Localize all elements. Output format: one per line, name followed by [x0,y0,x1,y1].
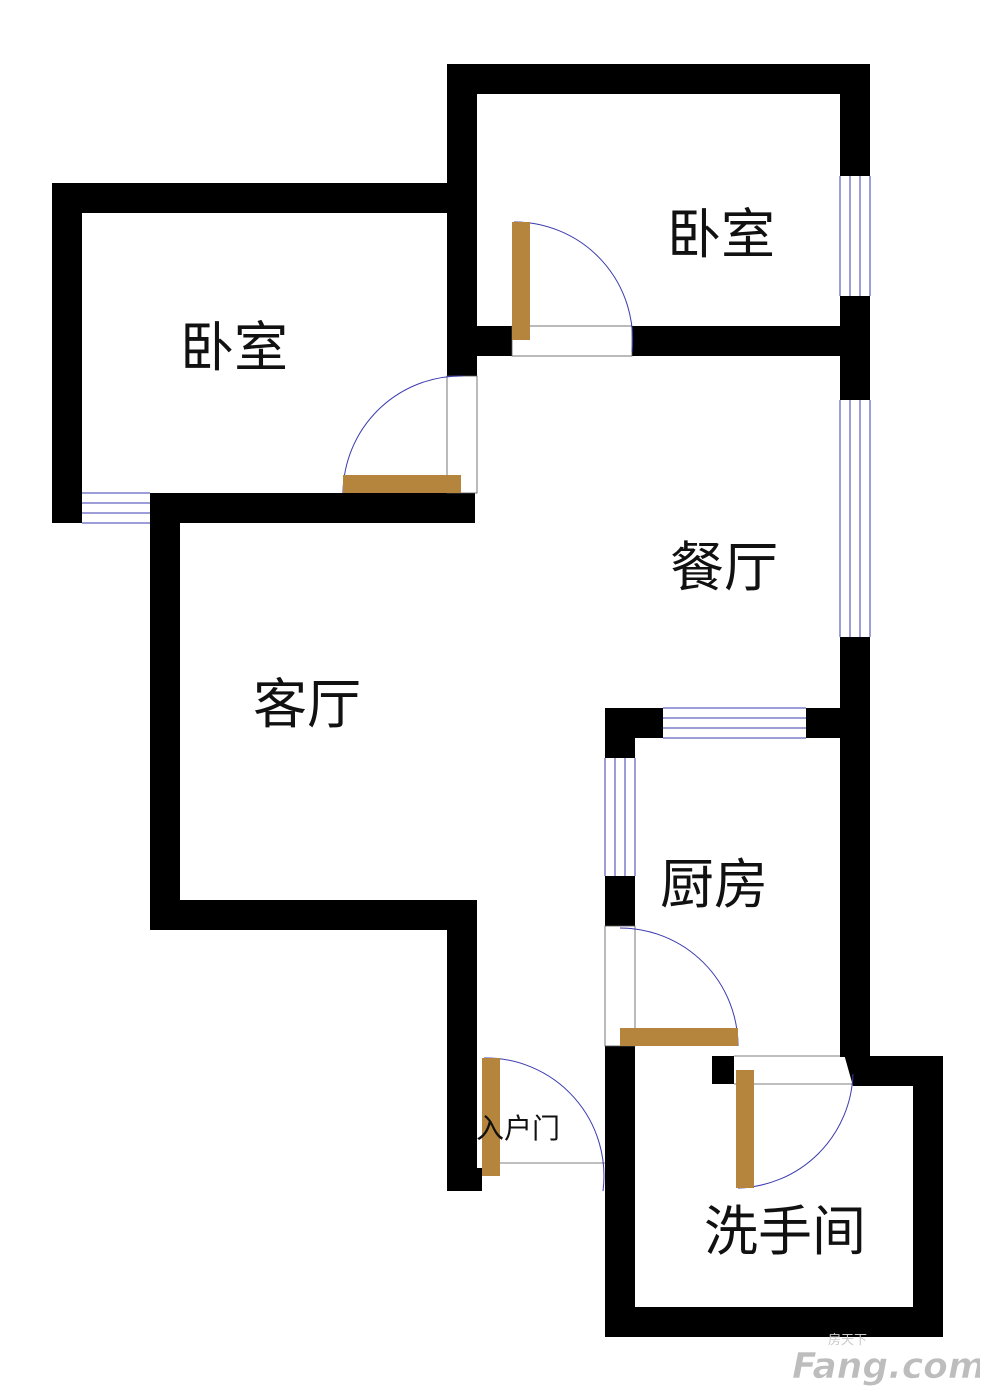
label-bedroom-right: 卧室 [667,203,775,266]
wall-bedroom-left-top [52,183,475,213]
wall-kitchen-left-a [605,708,635,758]
door-bedroom-right [511,221,634,357]
label-bedroom-left: 卧室 [180,316,288,379]
wall-entry-stub [477,1168,482,1191]
label-bathroom: 洗手间 [704,1200,866,1263]
wall-bathroom-inner-stub [712,1056,734,1084]
window-bedroom-left [82,492,150,524]
window-kitchen-top [663,707,806,739]
wall-partition-small [447,356,477,376]
windows [82,176,871,876]
wall-bathroom-left [605,1046,635,1337]
label-dining: 餐厅 [670,536,778,599]
wall-dining-right [840,637,870,1057]
wall-bedroom-left-bottom-b [150,493,475,523]
window-kitchen-left [604,758,636,876]
door-bathroom [734,1055,854,1189]
wall-living-bottom [150,900,477,930]
wall-bathroom-right [913,1056,943,1337]
wall-kitchen-left-b [605,876,635,926]
wall-bedroom-right-bottom-a [447,326,512,356]
wall-bedroom-left-left [52,183,82,523]
logo-top-text: 房天下 [828,1332,867,1348]
door-kitchen [604,925,739,1047]
wall-bedroom-right-right-a [840,64,870,176]
doors [342,221,854,1192]
door-entrance [482,1057,605,1192]
label-kitchen: 厨房 [660,853,768,916]
wall-bedroom-right-bottom-b [632,326,870,356]
wall-bathroom-bottom [605,1307,943,1337]
wall-living-left [150,493,180,930]
window-bedroom-right [839,176,871,296]
fang-logo: 房天下 Fang.com [792,1332,980,1387]
wall-entry-left [447,900,477,1191]
wall-bedroom-right-left [447,64,477,358]
label-living: 客厅 [253,673,361,736]
walls [52,64,943,1337]
logo-brand-text: Fang.com [792,1346,980,1387]
wall-bedroom-right-top [447,64,870,94]
door-bedroom-left [342,375,478,494]
label-entrance-door: 入户门 [476,1112,560,1145]
room-labels: 卧室 卧室 餐厅 客厅 厨房 洗手间 入户门 [180,203,866,1263]
wall-kitchen-top-b [806,708,870,738]
window-dining [839,400,871,637]
wall-bedroom-left-bottom-a [52,493,82,523]
wall-bathroom-corner [840,1040,870,1086]
